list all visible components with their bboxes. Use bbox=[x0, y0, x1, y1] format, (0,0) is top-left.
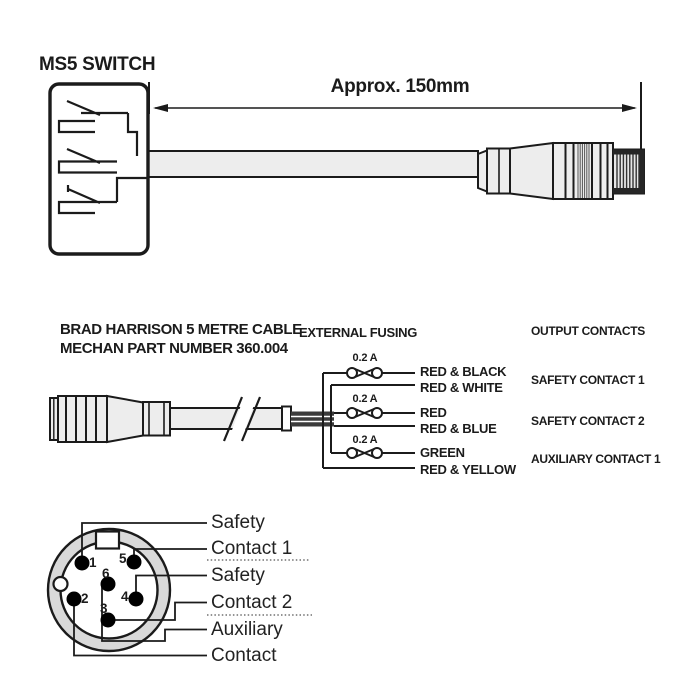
wire-label-red-black: RED & BLACK bbox=[420, 364, 507, 379]
pinout-label-safety-a: Safety bbox=[211, 512, 265, 533]
wire-label-red-blue: RED & BLUE bbox=[420, 421, 497, 436]
dimension-150mm bbox=[148, 82, 642, 150]
switch-symbol-1 bbox=[57, 99, 139, 156]
leader-pin1 bbox=[81, 522, 207, 563]
dimension-label: Approx. 150mm bbox=[330, 76, 470, 97]
fuse-rating-3: 0.2 A bbox=[352, 434, 378, 446]
pinout-label-safety-b: Safety bbox=[211, 565, 265, 586]
cable-title-line1: BRAD HARRISON 5 METRE CABLE bbox=[60, 321, 302, 338]
pinout-label-contact-2: Contact 2 bbox=[211, 592, 293, 613]
output-contacts-header: OUTPUT CONTACTS bbox=[531, 324, 645, 338]
pins bbox=[66, 554, 144, 628]
leader-pin4 bbox=[135, 574, 207, 599]
pinout-label-contact-1: Contact 1 bbox=[211, 538, 293, 559]
mid-cable bbox=[169, 394, 334, 444]
dimension-arrow-right bbox=[622, 104, 637, 112]
fuse-rating-1: 0.2 A bbox=[352, 352, 378, 364]
wire-bundle bbox=[291, 411, 334, 427]
contact-label-auxiliary: AUXILIARY CONTACT 1 bbox=[531, 452, 661, 466]
contact-label-safety-1: SAFETY CONTACT 1 bbox=[531, 373, 645, 387]
ms5-switch-box bbox=[48, 82, 150, 256]
pin-number-5: 5 bbox=[119, 551, 127, 566]
alignment-notch bbox=[52, 575, 69, 593]
pin-2 bbox=[66, 591, 82, 607]
contact-label-safety-2: SAFETY CONTACT 2 bbox=[531, 414, 645, 428]
pin-number-6: 6 bbox=[102, 566, 110, 581]
leader-pin3 bbox=[108, 601, 207, 621]
knurl-texture bbox=[577, 144, 590, 198]
pin-number-4: 4 bbox=[121, 589, 129, 604]
dimension-arrow-left bbox=[153, 104, 168, 112]
wire-label-green: GREEN bbox=[420, 445, 465, 460]
cable-end-cap bbox=[281, 405, 292, 432]
leader-pin2 bbox=[73, 599, 207, 657]
female-connector bbox=[49, 394, 171, 444]
pinout-label-contact: Contact bbox=[211, 645, 277, 666]
threaded-tip bbox=[612, 148, 645, 195]
switch-symbol-3 bbox=[57, 176, 149, 215]
wire-label-red-yellow: RED & YELLOW bbox=[420, 462, 516, 477]
pin-6 bbox=[100, 576, 116, 592]
fuse-rating-2: 0.2 A bbox=[352, 393, 378, 405]
cable-break-gap bbox=[227, 394, 258, 444]
pin-4 bbox=[128, 591, 144, 607]
fuse-icon-1 bbox=[346, 367, 415, 379]
fusing-circuit bbox=[322, 367, 415, 469]
fuse-icon-2 bbox=[346, 407, 415, 419]
ms5-switch-label: MS5 SWITCH bbox=[39, 54, 156, 75]
pin-number-1: 1 bbox=[89, 555, 97, 570]
pin-3 bbox=[100, 612, 116, 628]
male-connector bbox=[477, 141, 645, 201]
external-fusing-header: EXTERNAL FUSING bbox=[299, 325, 418, 340]
cable-title-line2: MECHAN PART NUMBER 360.004 bbox=[60, 340, 288, 357]
wire-label-red: RED bbox=[420, 405, 447, 420]
cable-break-icon bbox=[222, 396, 262, 442]
pin-1 bbox=[74, 555, 90, 571]
top-cable bbox=[147, 150, 479, 178]
pin-number-2: 2 bbox=[81, 591, 89, 606]
keyway-tab bbox=[94, 530, 121, 550]
pin-5 bbox=[126, 554, 142, 570]
wire-label-red-white: RED & WHITE bbox=[420, 380, 503, 395]
pinout-label-auxiliary: Auxiliary bbox=[211, 619, 283, 640]
pin-number-3: 3 bbox=[100, 601, 108, 616]
pinout-connector-face bbox=[46, 522, 312, 657]
switch-symbol-2 bbox=[57, 147, 117, 174]
fuse-icon-3 bbox=[346, 447, 415, 459]
